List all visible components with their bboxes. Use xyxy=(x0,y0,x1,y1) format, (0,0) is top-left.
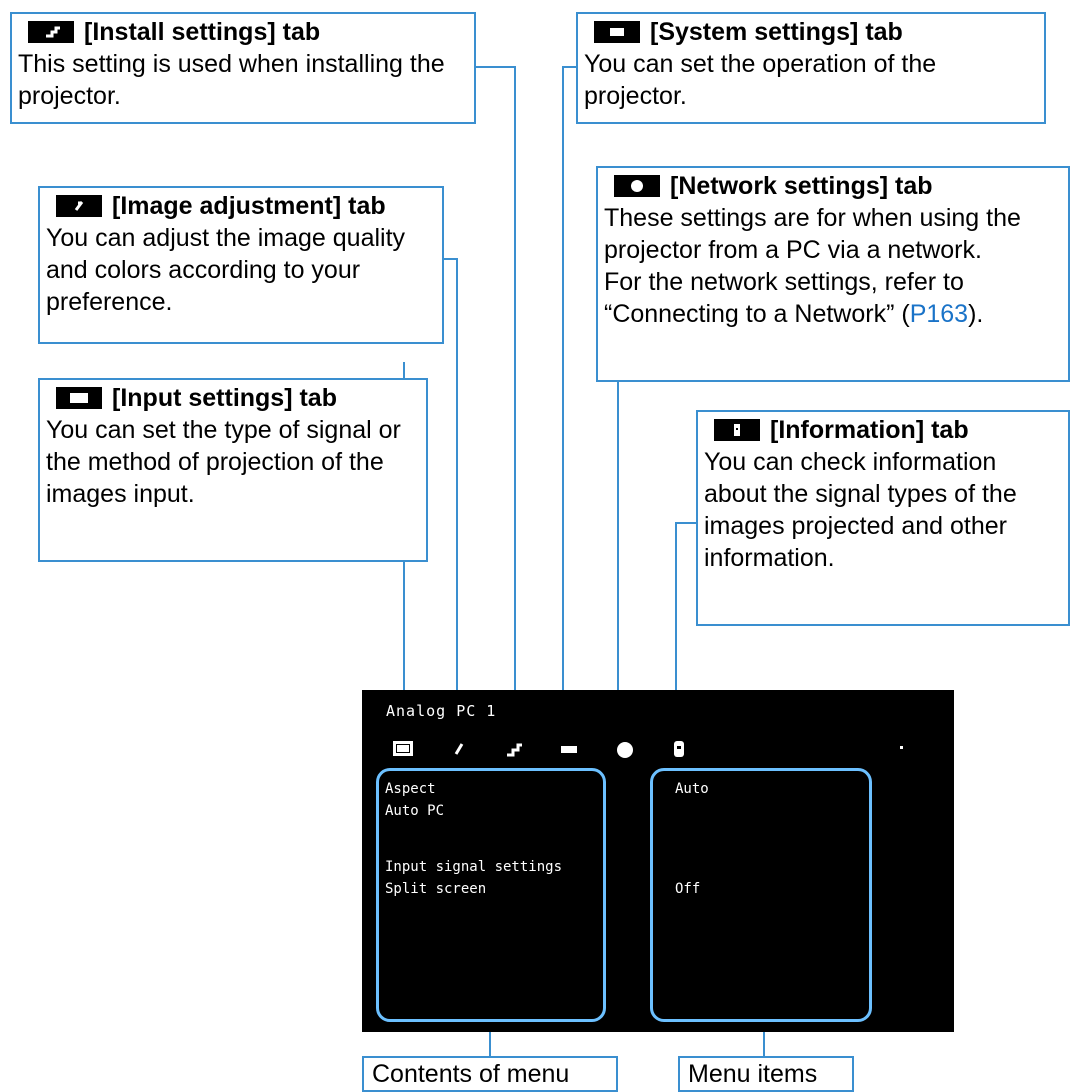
info-title: [Information] tab xyxy=(770,416,969,444)
connector-install-v xyxy=(514,66,516,738)
osd-input-tab-icon[interactable] xyxy=(392,738,414,760)
install-tab-icon xyxy=(28,21,74,43)
network-body: These settings are for when using the pr… xyxy=(604,204,1021,264)
install-body: This setting is used when installing the… xyxy=(18,50,445,110)
image-body: You can adjust the image quality and col… xyxy=(46,224,406,316)
install-title: [Install settings] tab xyxy=(84,18,321,46)
system-tab-icon xyxy=(594,21,640,43)
callout-network-settings: [Network settings] tab These settings ar… xyxy=(596,166,1070,382)
osd-image-tab-icon[interactable] xyxy=(448,738,470,760)
image-tab-icon xyxy=(56,195,102,217)
menu-contents-panel: Aspect Auto PC Input signal settings Spl… xyxy=(376,768,606,1022)
menu-item-auto-pc[interactable]: Auto PC xyxy=(385,803,445,819)
osd-network-tab-icon[interactable] xyxy=(614,738,636,760)
network-ref-end: ). xyxy=(968,300,984,328)
menu-item-input-signal-settings[interactable]: Input signal settings xyxy=(385,859,563,875)
connector-info xyxy=(675,522,697,524)
menu-item-aspect[interactable]: Aspect xyxy=(385,781,436,797)
connector-install xyxy=(474,66,514,68)
network-ref-text: For the network settings, refer to “Conn… xyxy=(604,268,964,328)
caption-contents-of-menu: Contents of menu xyxy=(362,1056,618,1092)
network-tab-icon xyxy=(614,175,660,197)
info-body: You can check information about the sign… xyxy=(704,448,1017,572)
caption-menu-items: Menu items xyxy=(678,1056,854,1092)
input-body: You can set the type of signal or the me… xyxy=(46,416,401,508)
menu-values-panel: Auto Off xyxy=(650,768,872,1022)
callout-system-settings: [System settings] tab You can set the op… xyxy=(576,12,1046,124)
connector-contents xyxy=(489,1020,491,1058)
osd-system-tab-icon[interactable] xyxy=(558,738,580,760)
connector-items xyxy=(763,1020,765,1058)
value-split-screen: Off xyxy=(675,881,701,897)
connector-network-v xyxy=(617,382,619,738)
connector-image xyxy=(442,258,458,260)
callout-information: [Information] tab You can check informat… xyxy=(696,410,1070,626)
input-title: [Input settings] tab xyxy=(112,384,337,412)
page-link-p163[interactable]: P163 xyxy=(909,300,969,328)
network-body-2: For the network settings, refer to “Conn… xyxy=(604,266,1062,330)
callout-install-settings: [Install settings] tab This setting is u… xyxy=(10,12,476,124)
system-body: You can set the operation of the project… xyxy=(584,50,937,110)
callout-input-settings: [Input settings] tab You can set the typ… xyxy=(38,378,428,562)
input-source-title: Analog PC 1 xyxy=(386,702,497,720)
connector-system xyxy=(562,66,576,68)
connector-system-v xyxy=(562,66,564,738)
value-aspect: Auto xyxy=(675,781,709,797)
osd-dot-icon xyxy=(900,746,903,749)
network-title: [Network settings] tab xyxy=(670,172,933,200)
connector-image-v xyxy=(456,258,458,738)
osd-info-tab-icon[interactable] xyxy=(668,738,690,760)
menu-item-split-screen[interactable]: Split screen xyxy=(385,881,487,897)
system-title: [System settings] tab xyxy=(650,18,903,46)
info-tab-icon xyxy=(714,419,760,441)
image-title: [Image adjustment] tab xyxy=(112,192,386,220)
osd-install-tab-icon[interactable] xyxy=(504,738,526,760)
connector-info-v xyxy=(675,522,677,738)
callout-image-adjustment: [Image adjustment] tab You can adjust th… xyxy=(38,186,444,344)
input-tab-icon xyxy=(56,387,102,409)
projector-menu-screen: Analog PC 1 Aspect Auto PC Input signal … xyxy=(362,690,954,1032)
